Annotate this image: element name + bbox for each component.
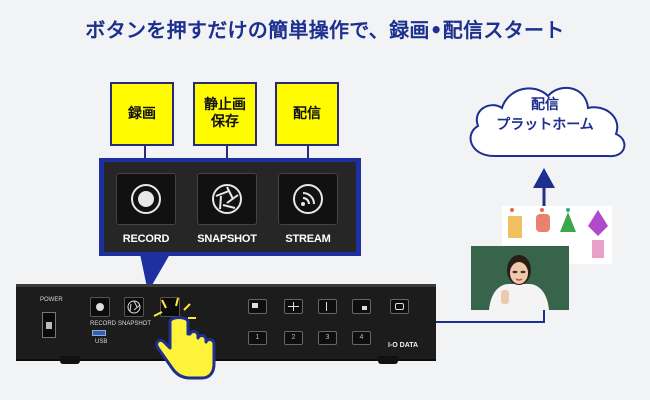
callout-snapshot-line1: 静止画 (204, 97, 246, 113)
input-1-button[interactable]: 1 (248, 331, 267, 345)
power-switch[interactable] (42, 312, 56, 338)
camera-shutter-icon (212, 184, 242, 214)
headline: ボタンを押すだけの簡単操作で、録画•配信スタート (85, 18, 565, 42)
stream-icon (293, 184, 323, 214)
cloud-label: 配信 プラットホーム (470, 95, 620, 135)
stream-button[interactable] (160, 297, 180, 317)
record-label-large: RECORD (122, 233, 170, 245)
power-label: POWER (40, 297, 63, 303)
record-label: RECORD (90, 321, 117, 327)
snapshot-label: SNAPSHOT (118, 321, 152, 327)
input-3-button[interactable]: 3 (318, 331, 337, 345)
callout-record-text: 録画 (128, 105, 156, 122)
layout-side-button[interactable] (318, 299, 337, 314)
camera-shutter-icon (127, 300, 141, 314)
callout-stream: 配信 (275, 82, 339, 146)
recorder-device (16, 284, 436, 361)
callout-snapshot-line2: 保存 (211, 114, 239, 130)
hand-pointer-icon (153, 297, 216, 380)
input-2-button[interactable]: 2 (284, 331, 303, 345)
callout-stream-text: 配信 (293, 105, 321, 122)
snapshot-button[interactable] (124, 297, 144, 317)
device-foot (60, 356, 80, 364)
input-4-button[interactable]: 4 (352, 331, 371, 345)
snapshot-label-large: SNAPSHOT (197, 233, 257, 245)
cloud-icon (469, 87, 626, 158)
layout-pip-button[interactable] (352, 299, 371, 314)
usb-port (92, 330, 106, 336)
usb-label: USB (95, 339, 108, 345)
snapshot-button-large[interactable] (197, 173, 257, 225)
teacher-photo (471, 246, 569, 310)
teacher-image (471, 246, 569, 310)
layout-quad-button[interactable] (284, 299, 303, 314)
record-button[interactable] (90, 297, 110, 317)
cloud-label-line1: 配信 (531, 97, 559, 113)
record-button-large[interactable] (116, 173, 176, 225)
callout-snapshot: 静止画 保存 (193, 82, 257, 146)
device-foot (378, 356, 398, 364)
record-icon (131, 184, 161, 214)
layout-single-button[interactable] (248, 299, 267, 314)
camera-switch-button[interactable] (390, 299, 409, 314)
cloud-label-line2: プラットホーム (496, 117, 594, 133)
stream-label-large: STREAM (285, 233, 331, 245)
stream-button-large[interactable] (278, 173, 338, 225)
callout-record: 録画 (110, 82, 174, 146)
brand-logo: I-O DATA (388, 342, 419, 349)
record-icon (96, 303, 104, 311)
